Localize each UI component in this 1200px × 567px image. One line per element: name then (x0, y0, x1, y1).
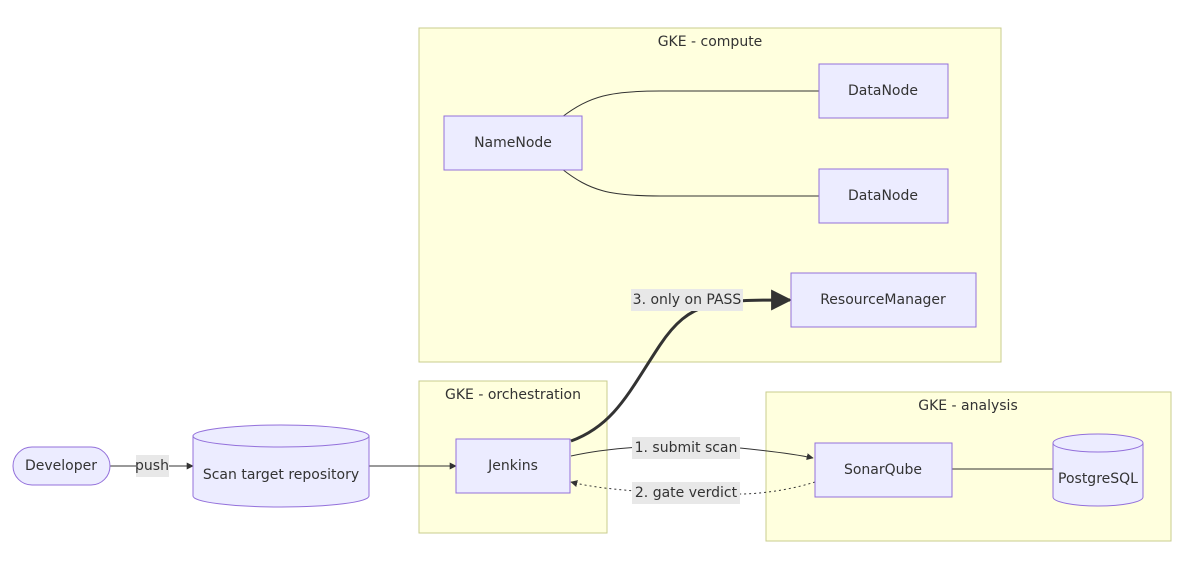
node-jenkins[interactable]: Jenkins (455, 438, 571, 494)
node-scan-target-repository[interactable]: Scan target repository (192, 424, 370, 508)
svg-text:DataNode: DataNode (848, 188, 918, 204)
edge-label-gate-verdict: 2. gate verdict (632, 482, 740, 504)
edge-namenode-to-datanode-2 (561, 168, 819, 197)
cluster-gke-orchestration: GKE - orchestration (418, 380, 608, 534)
node-sonarqube[interactable]: SonarQube (814, 442, 953, 498)
node-developer[interactable]: Developer (12, 446, 111, 486)
cluster-label-orchestration: GKE - orchestration (445, 387, 581, 403)
node-postgresql[interactable]: PostgreSQL (1052, 433, 1144, 507)
svg-text:ResourceManager: ResourceManager (820, 292, 946, 308)
svg-text:push: push (135, 458, 169, 474)
cluster-label-compute: GKE - compute (658, 34, 763, 50)
svg-text:2. gate verdict: 2. gate verdict (635, 485, 738, 501)
svg-text:SonarQube: SonarQube (844, 462, 922, 478)
edge-namenode-to-datanode-1 (561, 90, 819, 118)
svg-text:Jenkins: Jenkins (487, 458, 538, 474)
svg-text:Developer: Developer (25, 458, 97, 474)
edge-label-only-on-pass: 3. only on PASS (631, 289, 743, 311)
svg-text:1. submit scan: 1. submit scan (635, 440, 738, 456)
svg-text:3. only on PASS: 3. only on PASS (633, 292, 742, 308)
svg-text:NameNode: NameNode (474, 135, 552, 151)
svg-text:PostgreSQL: PostgreSQL (1058, 471, 1138, 487)
node-namenode[interactable]: NameNode (443, 115, 583, 171)
cluster-label-analysis: GKE - analysis (918, 398, 1018, 414)
node-datanode-2[interactable]: DataNode (818, 168, 949, 224)
edge-label-submit-scan: 1. submit scan (632, 437, 740, 459)
node-datanode-1[interactable]: DataNode (818, 63, 949, 119)
svg-text:Scan target repository: Scan target repository (203, 467, 359, 483)
svg-text:DataNode: DataNode (848, 83, 918, 99)
node-resourcemanager[interactable]: ResourceManager (790, 272, 977, 328)
edge-label-push: push (135, 455, 169, 477)
